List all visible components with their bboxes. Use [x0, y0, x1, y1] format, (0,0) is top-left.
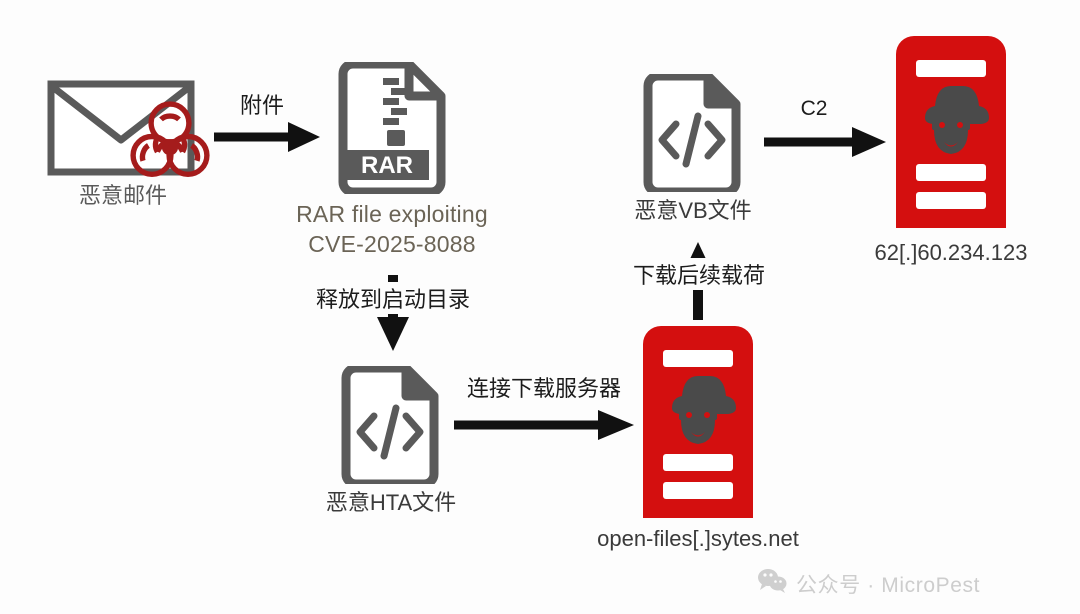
node-download-server: open-files[.]sytes.net: [597, 322, 799, 551]
node-label-malicious-vb-file: 恶意VB文件: [634, 198, 752, 223]
node-rar-file: RAR RAR file exploiting CVE-2025-8088: [296, 59, 488, 257]
wechat-icon: [757, 568, 787, 599]
node-malicious-vb-file: 恶意VB文件: [634, 71, 752, 223]
node-malicious-hta-file: 恶意HTA文件: [326, 363, 456, 515]
hacker-server-icon: [637, 322, 759, 527]
code-file-icon: [338, 363, 442, 489]
node-label-malicious-hta-file: 恶意HTA文件: [325, 490, 457, 515]
node-label-malicious-email: 恶意邮件: [78, 183, 167, 208]
code-file-icon: [640, 71, 744, 197]
node-label-download-server: open-files[.]sytes.net: [597, 526, 799, 551]
rar-file-icon: RAR: [333, 59, 451, 199]
node-c2-server: 62[.]60.234.123: [875, 32, 1027, 265]
edge-label-drop-to-startup: 释放到启动目录: [300, 282, 486, 314]
svg-text:RAR: RAR: [361, 152, 413, 179]
watermark: 公众号 · MicroPest: [757, 568, 980, 599]
node-label-c2-server: 62[.]60.234.123: [874, 240, 1028, 265]
edge-label-c2: C2: [800, 97, 828, 120]
edge-label-attachment: 附件: [239, 93, 284, 118]
hacker-server-icon: [890, 32, 1012, 237]
biohazard-icon: [125, 96, 215, 191]
node-malicious-email: 恶意邮件: [46, 78, 210, 208]
node-label-rar-file-line1: RAR file exploiting: [296, 201, 488, 227]
edge-label-connect-download-server: 连接下载服务器: [466, 376, 621, 401]
arrow-email-to-rar: [214, 122, 320, 152]
arrow-vb-to-c2: [764, 127, 886, 157]
watermark-text: 公众号 · MicroPest: [796, 573, 981, 597]
node-label-rar-file-line2: CVE-2025-8088: [308, 231, 476, 257]
arrow-hta-to-download-server: [454, 410, 634, 440]
edge-label-download-next-payload: 下载后续载荷: [606, 258, 792, 290]
